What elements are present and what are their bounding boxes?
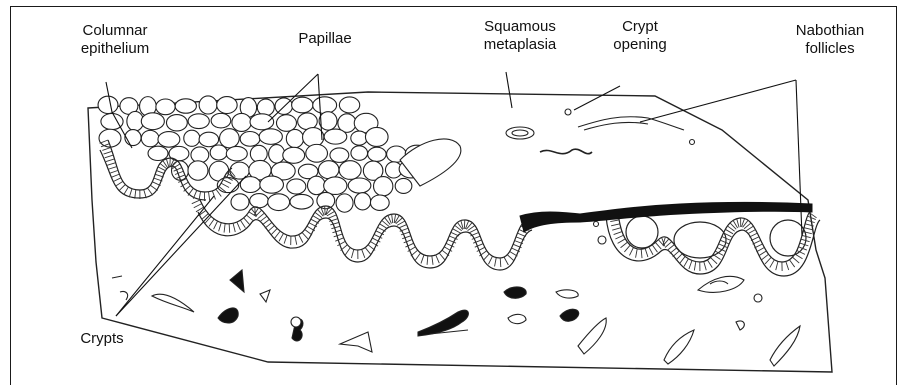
papilla-cell — [313, 97, 337, 114]
papilla-cell — [257, 99, 274, 116]
papilla-cell — [250, 194, 269, 208]
papilla-cell — [184, 130, 200, 146]
papilla-cell — [269, 145, 285, 164]
papilla-cell — [220, 129, 240, 148]
hatch-mark — [500, 258, 501, 267]
papilla-cell — [330, 148, 349, 162]
papilla-cell — [188, 161, 208, 180]
papilla-cell — [230, 162, 249, 179]
hatch-mark — [170, 158, 171, 167]
hatch-mark — [325, 206, 326, 215]
papilla-cell — [268, 194, 290, 211]
papilla-cell — [324, 129, 347, 144]
papilla-cell — [292, 97, 313, 113]
papilla-cell — [276, 115, 296, 132]
papilla-cell — [336, 194, 353, 212]
papilla-cell — [250, 114, 274, 130]
papilla-cell — [141, 113, 164, 130]
papilla-cell — [101, 113, 123, 129]
papilla-cell — [306, 144, 328, 162]
label-papillae: Papillae — [285, 30, 365, 48]
papilla-cell — [283, 147, 305, 163]
papilla-cell — [287, 179, 306, 194]
label-crypt-opening: Crypt opening — [595, 18, 685, 54]
papilla-cell — [217, 97, 237, 114]
papilla-cell — [231, 194, 249, 210]
papilla-cell — [141, 130, 159, 146]
papilla-cell — [240, 132, 260, 147]
papilla-cell — [318, 161, 338, 179]
papilla-cell — [188, 114, 209, 129]
papilla-cell — [166, 115, 187, 131]
papilla-cell — [191, 147, 209, 163]
label-crypts: Crypts — [62, 330, 142, 348]
papilla-cell — [148, 146, 168, 160]
papilla-cell — [210, 145, 227, 160]
papilla-cell — [211, 113, 231, 128]
papilla-cell — [319, 112, 337, 130]
papilla-cell — [232, 113, 251, 131]
papilla-cell — [260, 176, 284, 193]
papilla-cell — [374, 177, 393, 196]
label-columnar-epithelium: Columnar epithelium — [60, 22, 170, 58]
label-nabothian-follicles: Nabothian follicles — [775, 22, 885, 58]
papilla-cell — [339, 161, 361, 180]
papilla-cell — [98, 96, 118, 113]
papilla-cell — [199, 96, 217, 114]
papilla-cell — [370, 195, 389, 210]
papilla-cell — [354, 193, 370, 210]
papilla-cell — [226, 146, 247, 161]
papilla-cell — [158, 132, 180, 148]
papilla-cell — [324, 177, 347, 195]
papilla-cell — [395, 178, 412, 193]
papilla-cell — [307, 176, 325, 194]
papilla-cell — [365, 127, 388, 146]
papilla-cell — [156, 99, 175, 115]
papilla-cell — [286, 129, 303, 147]
papilla-cell — [339, 97, 359, 113]
papilla-cell — [175, 99, 196, 113]
papilla-cell — [351, 146, 368, 160]
papilla-cell — [351, 131, 368, 145]
tissue-block-outline — [88, 92, 832, 372]
hatch-mark — [229, 224, 230, 233]
papilla-cell — [303, 128, 324, 147]
papilla-cell — [348, 178, 371, 193]
label-squamous-metaplasia: Squamous metaplasia — [460, 18, 580, 54]
papilla-cell — [259, 129, 282, 145]
papilla-cell — [290, 194, 313, 209]
papilla-cell — [125, 130, 141, 146]
papilla-cell — [368, 147, 386, 161]
papilla-cell — [250, 145, 267, 162]
papilla-cell — [199, 132, 219, 147]
